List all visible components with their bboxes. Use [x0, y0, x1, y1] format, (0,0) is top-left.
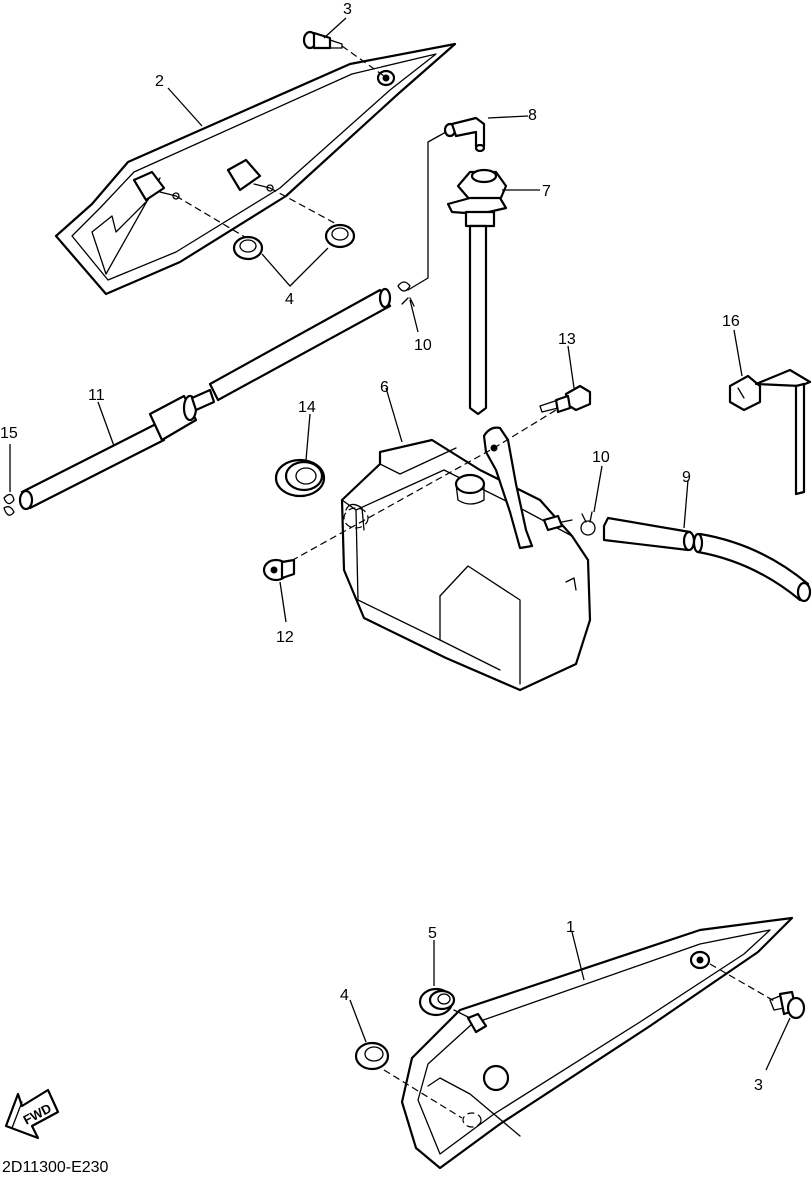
grommet-spigot	[453, 1009, 471, 1019]
callout-3-top: 3	[343, 1, 352, 18]
callout-14: 14	[298, 399, 316, 416]
callout-7: 7	[542, 183, 551, 200]
reservoir-tank	[340, 426, 592, 692]
grommet-12	[262, 558, 296, 582]
callout-5: 5	[428, 925, 437, 942]
leader-lines	[9, 17, 791, 1071]
callout-9: 9	[682, 469, 691, 486]
strap-bracket	[728, 368, 812, 496]
hose-right	[602, 516, 812, 603]
clip-right	[561, 511, 596, 536]
alignment-line	[281, 409, 557, 567]
callout-8: 8	[528, 107, 537, 124]
grommet-5	[418, 987, 456, 1017]
alignment-line	[383, 1069, 463, 1119]
filler-cap	[446, 168, 508, 416]
callout-6: 6	[380, 379, 389, 396]
callout-4-bottom: 4	[340, 987, 349, 1004]
screw-bottom	[769, 990, 806, 1020]
callout-2: 2	[155, 73, 164, 90]
callout-10-top: 10	[414, 337, 432, 354]
side-cover-lower	[400, 916, 794, 1170]
callout-11: 11	[88, 387, 105, 404]
hose-long	[18, 287, 392, 511]
alignment-line	[341, 45, 385, 77]
grommet-large	[274, 458, 326, 498]
bolt-13	[539, 384, 592, 414]
screw-top	[302, 30, 343, 50]
callout-3-bottom: 3	[754, 1077, 763, 1094]
breather-route	[407, 131, 447, 291]
grommet-bottom	[354, 1041, 390, 1071]
callout-4-top: 4	[285, 291, 294, 308]
clip-left	[3, 493, 15, 516]
callout-16: 16	[722, 313, 740, 330]
callout-10-right: 10	[592, 449, 610, 466]
clip-top	[397, 281, 415, 307]
alignment-line	[709, 963, 777, 1003]
callout-13: 13	[558, 331, 576, 348]
breather-elbow	[443, 116, 486, 153]
grommet-top-right	[324, 223, 356, 249]
fwd-arrow-icon: FWD	[4, 1088, 60, 1140]
side-cover-upper	[54, 42, 457, 296]
reference-code: 2D11300-E230	[2, 1159, 109, 1176]
alignment-line	[175, 195, 251, 241]
callout-15: 15	[0, 425, 18, 442]
callout-12: 12	[276, 629, 294, 646]
grommet-top-left	[232, 235, 264, 261]
alignment-line	[269, 187, 341, 227]
callout-1: 1	[566, 919, 575, 936]
